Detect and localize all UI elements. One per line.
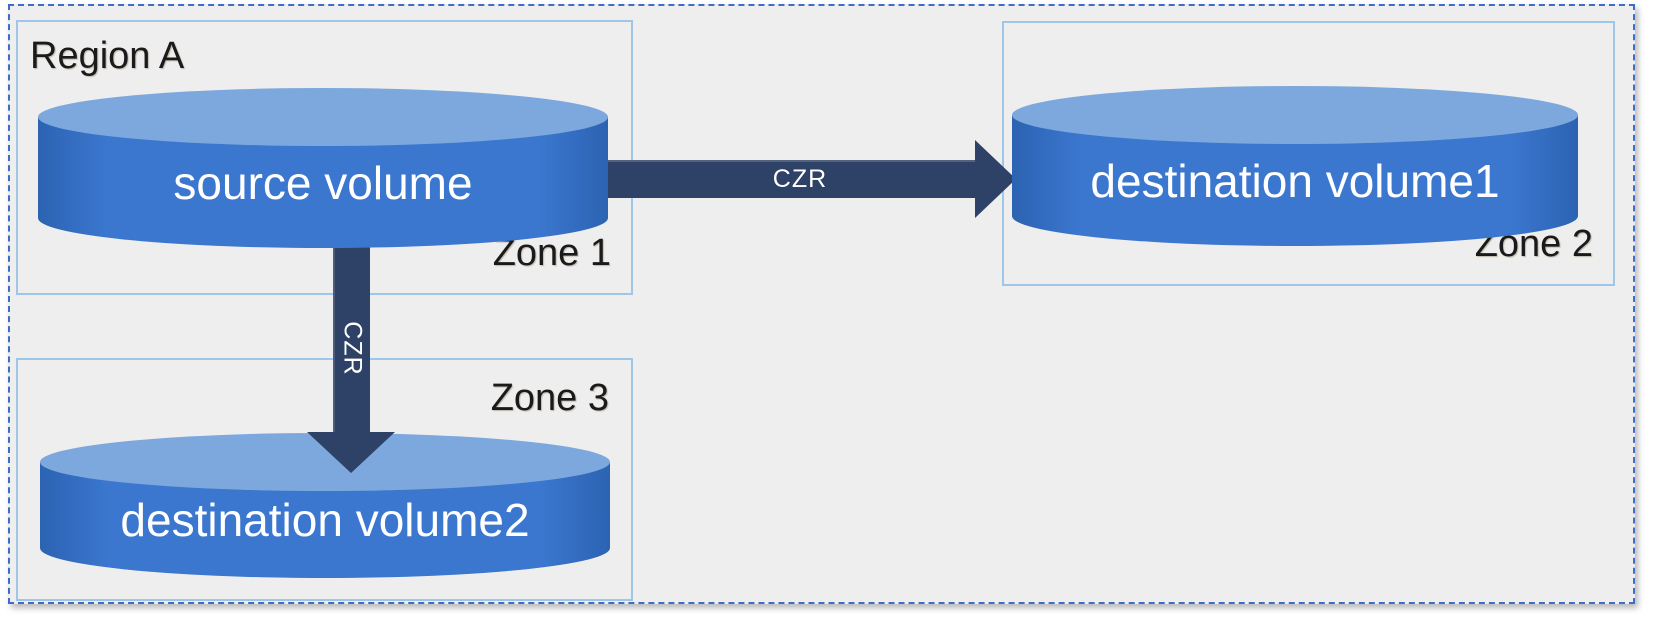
czr-arrow-vertical-shaft bbox=[333, 218, 370, 433]
czr-arrow-vertical-label: CZR bbox=[338, 321, 367, 376]
czr-arrow-horizontal-shaft bbox=[575, 160, 975, 198]
cylinder-top-ellipse bbox=[1012, 86, 1578, 144]
zone3-label: Zone 3 bbox=[490, 377, 609, 419]
destination-volume2-label: destination volume2 bbox=[120, 494, 530, 546]
destination-volume1-cylinder: destination volume1 bbox=[1012, 86, 1578, 246]
destination-volume1-label: destination volume1 bbox=[1090, 154, 1500, 207]
source-volume-cylinder: source volume bbox=[38, 88, 608, 248]
region-label: Region A bbox=[30, 35, 185, 77]
czr-arrow-horizontal-label: CZR bbox=[772, 164, 828, 193]
czr-arrow-horizontal-head bbox=[975, 140, 1016, 218]
czr-arrow-vertical-head bbox=[307, 432, 395, 473]
zone3-box: Zone 3 bbox=[16, 358, 633, 601]
cylinder-top-ellipse bbox=[38, 88, 608, 146]
source-volume-label: source volume bbox=[173, 156, 473, 209]
